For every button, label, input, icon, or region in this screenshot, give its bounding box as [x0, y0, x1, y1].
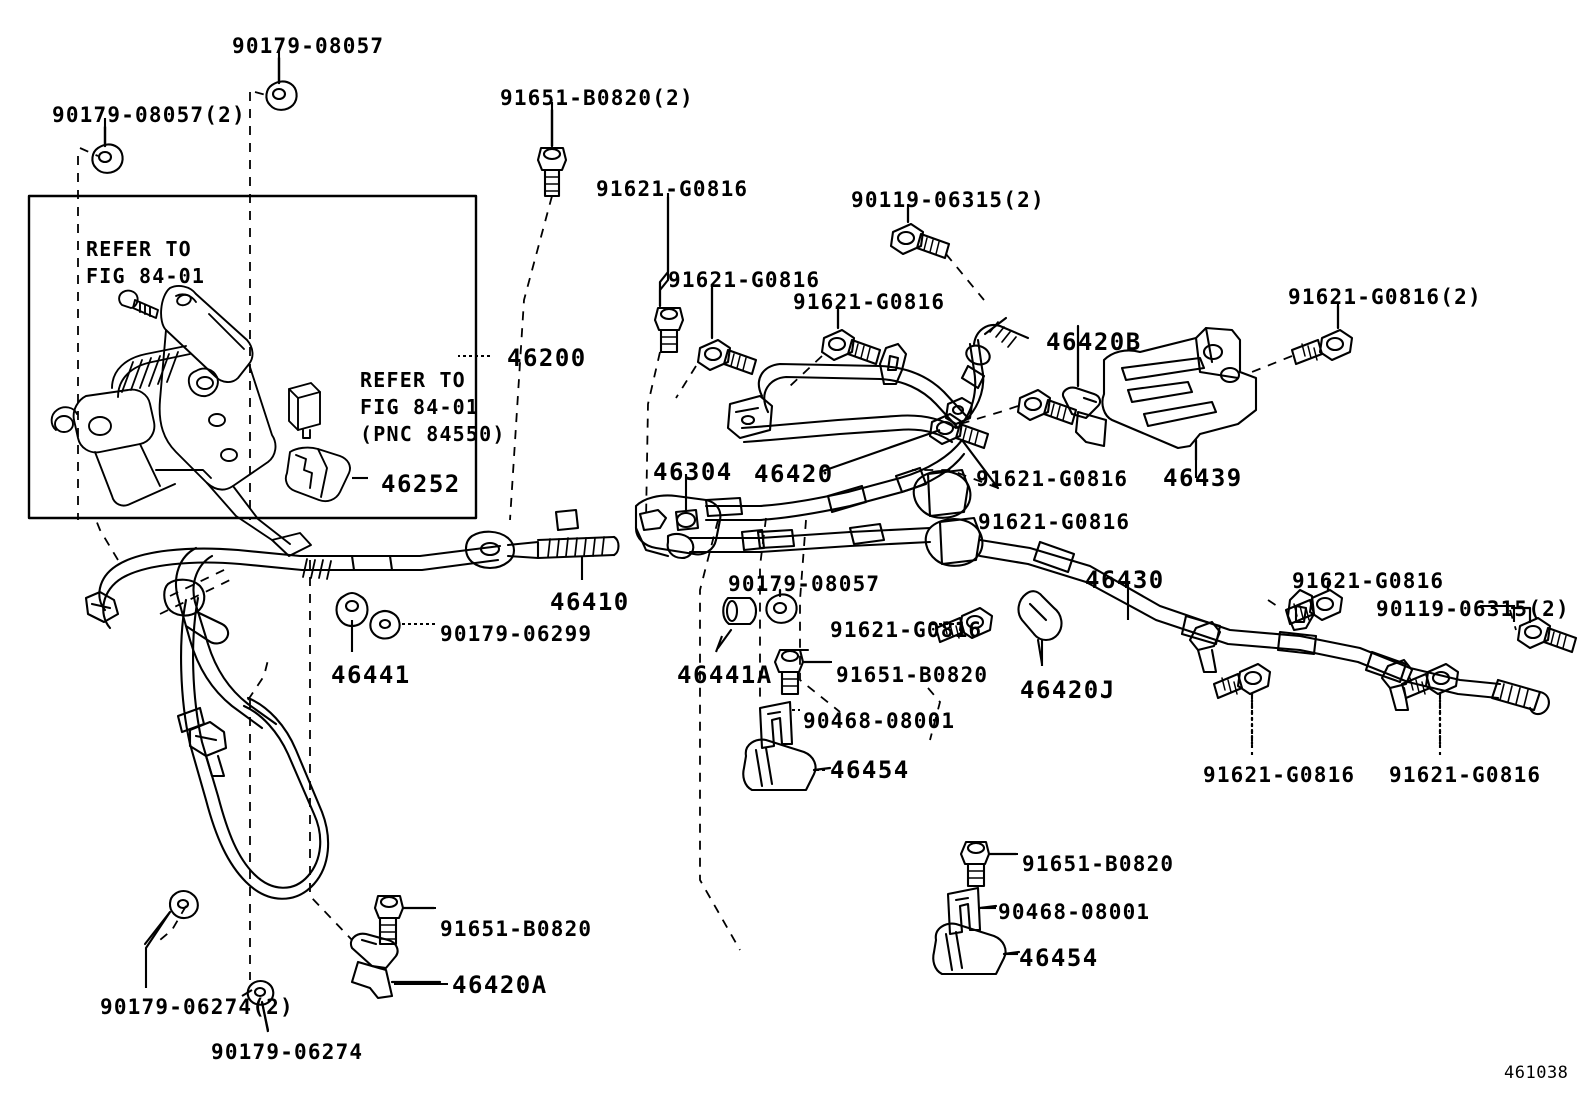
cable-46430	[978, 538, 1578, 750]
part-label-46439: 46439	[1163, 464, 1243, 492]
part-label-46410: 46410	[550, 588, 630, 616]
part-label-91621G0816: 91621-G0816	[978, 510, 1131, 534]
part-label-46420J: 46420J	[1020, 676, 1116, 704]
part-label-91621G0816: 91621-G0816	[793, 290, 946, 314]
grommet-46441	[335, 591, 369, 628]
refer-note-right: REFER TO FIG 84-01 (PNC 84550)	[360, 368, 506, 446]
part-label-46430: 46430	[1085, 566, 1165, 594]
part-label-46454: 46454	[1019, 944, 1099, 972]
part-label-46420: 46420	[754, 460, 834, 488]
part-label-9046808001: 90468-08001	[998, 900, 1151, 924]
part-label-91651B0820: 91651-B0820	[836, 663, 989, 687]
exploded-leader-lines	[77, 91, 1517, 980]
part-label-46420B: 46420B	[1046, 328, 1142, 356]
part-label-90119063152: 90119-06315(2)	[851, 188, 1045, 212]
part-label-9017906299: 90179-06299	[440, 622, 593, 646]
figure-number: 461038	[1504, 1063, 1569, 1083]
cable-loop-lower-left	[143, 546, 401, 1032]
part-label-46454: 46454	[830, 756, 910, 784]
part-label-90119063152: 90119-06315(2)	[1376, 597, 1570, 621]
part-label-90179080572: 90179-08057(2)	[52, 103, 246, 127]
part-label-9017906274: 90179-06274	[211, 1040, 364, 1064]
part-label-91621G08162: 91621-G0816(2)	[1288, 285, 1482, 309]
part-label-91621G0816: 91621-G0816	[596, 177, 749, 201]
part-label-46252: 46252	[381, 470, 461, 498]
parking-brake-pedal-assembly	[50, 285, 351, 557]
clamp-46420J	[1017, 590, 1063, 666]
part-label-91621G0816: 91621-G0816	[1389, 763, 1542, 787]
part-label-91621G0816: 91621-G0816	[1292, 569, 1445, 593]
part-label-91621G0816: 91621-G0816	[830, 618, 983, 642]
cable-46200-46410	[84, 530, 620, 645]
part-label-91621G0816: 91621-G0816	[1203, 763, 1356, 787]
part-label-9017908057: 90179-08057	[232, 34, 385, 58]
pedal-pad-46252	[284, 446, 351, 503]
part-label-9017908057: 90179-08057	[728, 572, 881, 596]
part-label-91621G0816: 91621-G0816	[668, 268, 821, 292]
part-label-46420A: 46420A	[452, 971, 548, 999]
refer-note-top: REFER TO FIG 84-01	[86, 237, 206, 288]
nut-90179-06299	[369, 609, 401, 640]
part-label-46304: 46304	[653, 458, 733, 486]
part-label-46200: 46200	[507, 344, 587, 372]
clamp-46420A-group	[349, 894, 442, 1000]
part-label-91621G0816: 91621-G0816	[976, 467, 1129, 491]
part-label-9046808001: 90468-08001	[803, 709, 956, 733]
grommet-46441A	[716, 596, 758, 650]
brake-switch-block	[288, 382, 321, 439]
equalizer-46304	[634, 494, 722, 560]
label-leader-lines	[103, 50, 1516, 1033]
bolt-refer-84-01	[118, 289, 159, 319]
part-label-91651B08202: 91651-B0820(2)	[500, 86, 694, 110]
part-label-90179062742: 90179-06274(2)	[100, 995, 294, 1019]
part-label-91651B0820: 91651-B0820	[1022, 852, 1175, 876]
part-label-91651B0820: 91651-B0820	[440, 917, 593, 941]
part-label-46441A: 46441A	[677, 661, 773, 689]
part-label-46441: 46441	[331, 661, 411, 689]
cable-assembly-46420	[554, 316, 1030, 567]
